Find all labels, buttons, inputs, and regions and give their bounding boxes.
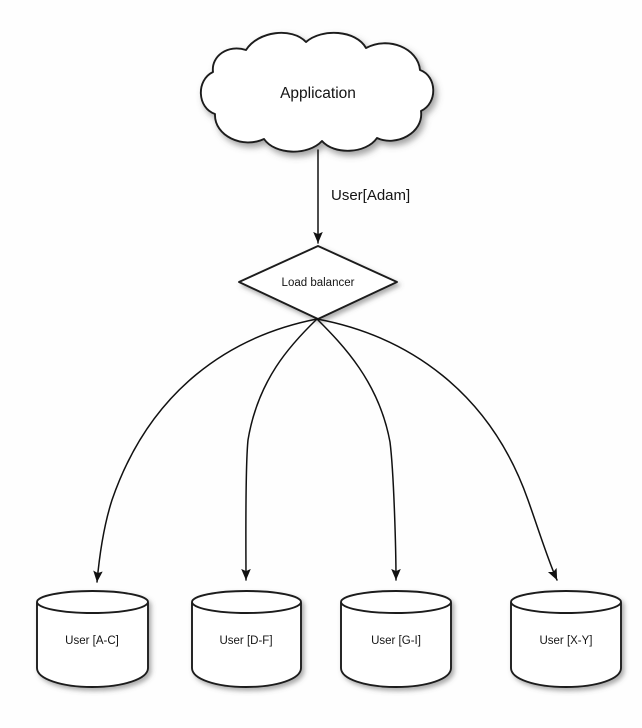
edge-to-database-4	[316, 318, 558, 581]
edges-balancer-to-databases	[93, 318, 558, 583]
node-database-1[interactable]: User [A-C]	[36, 590, 149, 688]
node-database-2[interactable]: User [D-F]	[191, 590, 302, 688]
edge-label-user-adam: User[Adam]	[331, 187, 410, 204]
edge-application-to-balancer: User[Adam]	[313, 149, 410, 244]
edge-to-database-2	[241, 318, 318, 581]
database-3-label: User [G-I]	[371, 635, 421, 647]
edge-to-database-3	[316, 318, 401, 581]
database-4-label: User [X-Y]	[539, 635, 592, 647]
database-1-label: User [A-C]	[65, 635, 119, 647]
edge-to-database-1	[93, 318, 318, 583]
node-application[interactable]: Application	[199, 31, 435, 153]
load-balancer-label: Load balancer	[282, 277, 355, 289]
node-load-balancer[interactable]: Load balancer	[238, 245, 398, 320]
node-database-4[interactable]: User [X-Y]	[510, 590, 622, 688]
database-2-label: User [D-F]	[219, 635, 272, 647]
node-database-3[interactable]: User [G-I]	[340, 590, 452, 688]
application-label: Application	[280, 85, 356, 102]
